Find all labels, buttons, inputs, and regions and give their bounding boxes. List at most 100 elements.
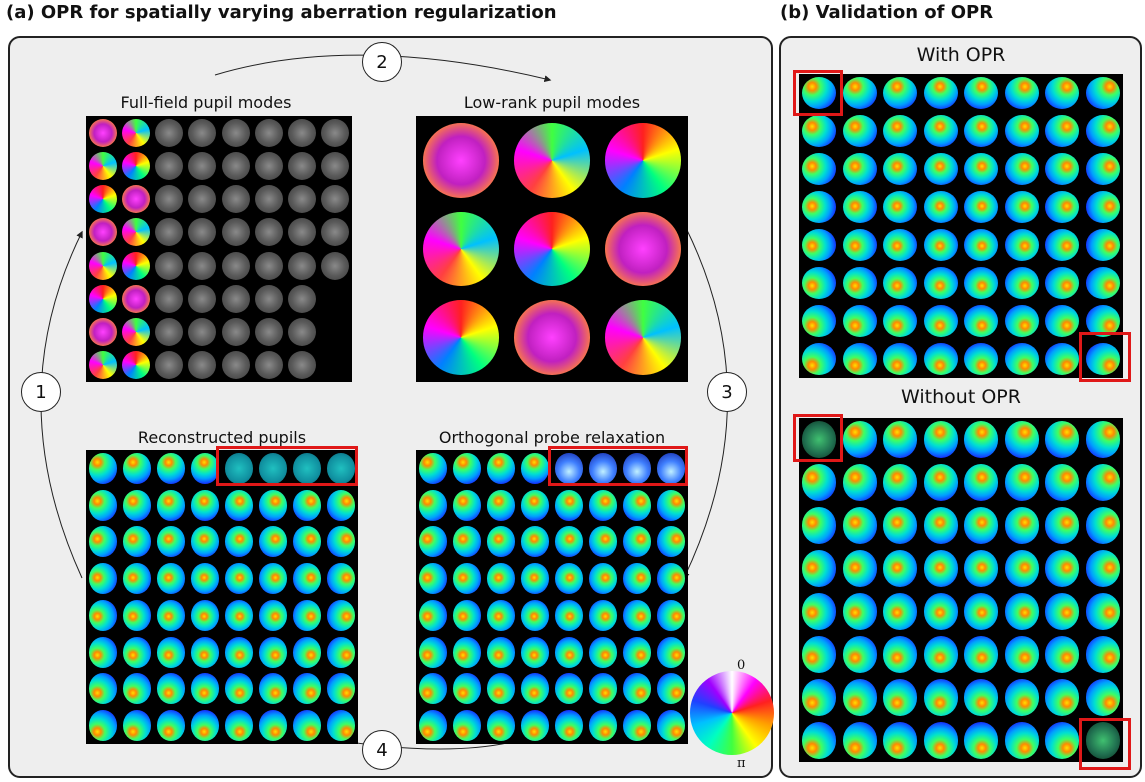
pupil-cell <box>1042 590 1083 633</box>
pupil-cell <box>484 487 518 524</box>
pupil-cell <box>799 226 840 264</box>
pupil-image <box>1004 722 1039 759</box>
pupil-cell <box>86 282 119 315</box>
pupil-cell <box>921 461 962 504</box>
pupil-cell <box>518 450 552 487</box>
pupil-image <box>258 563 288 595</box>
pupil-image <box>190 489 220 521</box>
pupil-image <box>292 452 322 484</box>
pupil-cell <box>880 340 921 378</box>
pupil-image <box>842 421 877 458</box>
pupil-cell <box>119 216 152 249</box>
pupil-cell <box>921 633 962 676</box>
pupil-image <box>155 318 184 347</box>
pupil-image <box>1004 153 1039 185</box>
pupil-image <box>656 599 686 631</box>
pupil-cell <box>153 349 186 382</box>
pupil-image <box>88 710 118 742</box>
pupil-cell <box>154 450 188 487</box>
pupil-cell <box>286 282 319 315</box>
pupil-cell <box>416 487 450 524</box>
pupil-cell <box>654 671 688 708</box>
pupil-image <box>842 343 877 375</box>
pupil-cell <box>256 597 290 634</box>
pupil-image <box>1004 550 1039 587</box>
pupil-image <box>258 599 288 631</box>
pupil-cell <box>120 524 154 561</box>
pupil-cell <box>290 597 324 634</box>
pupil-image <box>452 636 482 668</box>
pupil-image <box>321 185 350 214</box>
pupil-image <box>520 710 550 742</box>
pupil-image <box>288 218 317 247</box>
pupil-image <box>513 300 591 375</box>
pupil-image <box>842 550 877 587</box>
pupil-cell <box>252 116 285 149</box>
pupil-image <box>923 679 958 716</box>
pupil-image <box>883 636 918 673</box>
panel-a-title: (a) OPR for spatially varying aberration… <box>6 2 557 23</box>
pupil-image <box>588 599 618 631</box>
pupil-image <box>224 636 254 668</box>
pupil-cell <box>119 349 152 382</box>
pupil-cell <box>256 524 290 561</box>
pupil-image <box>964 115 999 147</box>
pupil-cell <box>1002 590 1043 633</box>
pupil-image <box>923 507 958 544</box>
pupil-cell <box>921 302 962 340</box>
pupil-cell <box>921 264 962 302</box>
pupil-cell <box>219 349 252 382</box>
pupil-image <box>224 452 254 484</box>
pupil-cell <box>880 188 921 226</box>
pupil-cell <box>222 597 256 634</box>
pupil-image <box>1004 267 1039 299</box>
pupil-image <box>622 599 652 631</box>
pupil-image <box>292 710 322 742</box>
pupil-image <box>122 673 152 705</box>
pupil-image <box>802 115 837 147</box>
pupil-image <box>122 452 152 484</box>
pupil-image <box>188 251 217 280</box>
pupil-cell <box>961 719 1002 762</box>
pupil-cell <box>319 183 352 216</box>
pupil-cell <box>1002 418 1043 461</box>
pupil-cell <box>1083 112 1124 150</box>
pupil-cell <box>586 634 620 671</box>
pupil-image <box>221 218 250 247</box>
pupil-cell <box>1083 302 1124 340</box>
pupil-image <box>122 710 152 742</box>
pupil-image <box>1045 636 1080 673</box>
pupil-image <box>258 710 288 742</box>
pupil-cell <box>880 150 921 188</box>
pupil-image <box>883 421 918 458</box>
pupil-image <box>1085 343 1120 375</box>
pupil-image <box>1045 229 1080 261</box>
pupil-cell <box>620 524 654 561</box>
pupil-image <box>155 118 184 147</box>
pupil-cell <box>416 205 507 294</box>
pupil-cell <box>552 560 586 597</box>
pupil-cell <box>416 671 450 708</box>
highlight-box-without-first <box>793 414 843 462</box>
pupil-cell <box>1002 461 1043 504</box>
pupil-cell <box>450 707 484 744</box>
pupil-cell <box>840 112 881 150</box>
pupil-cell <box>120 671 154 708</box>
pupil-cell <box>799 112 840 150</box>
pupil-cell <box>1083 590 1124 633</box>
pupil-cell <box>1083 633 1124 676</box>
pupil-cell <box>1042 264 1083 302</box>
pupil-cell <box>290 671 324 708</box>
pupil-image <box>486 526 516 558</box>
pupil-image <box>88 318 117 347</box>
pupil-image <box>923 115 958 147</box>
pupil-cell <box>219 216 252 249</box>
pupil-cell <box>799 590 840 633</box>
pupil-image <box>520 452 550 484</box>
pupil-cell <box>1042 504 1083 547</box>
low-rank-modes-grid <box>416 116 688 382</box>
step-1-marker: 1 <box>21 372 61 412</box>
pupil-image <box>554 489 584 521</box>
pupil-cell <box>961 74 1002 112</box>
pupil-cell <box>86 183 119 216</box>
